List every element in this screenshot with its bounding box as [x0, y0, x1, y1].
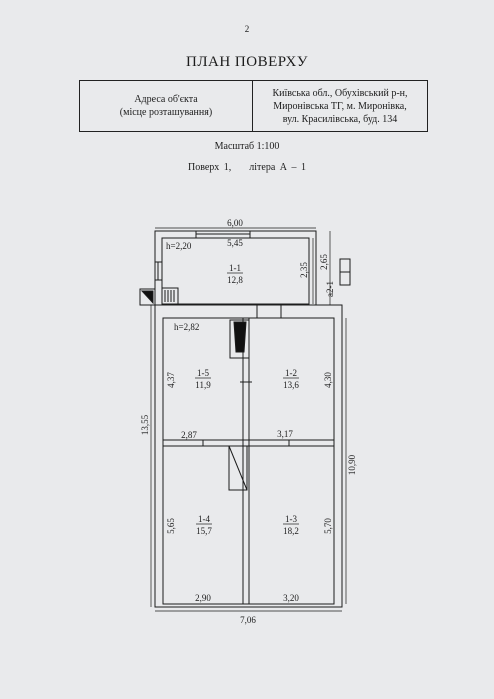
room-1-3-id: 1-3: [285, 514, 297, 524]
stove: [228, 319, 250, 491]
dimension-lines: [150, 227, 347, 612]
address-label-line2: (місце розташування): [119, 107, 213, 118]
address-value-line2: Миронівська ТГ, м. Миронівка,: [273, 100, 407, 112]
room-1-2-id: 1-2: [285, 368, 297, 378]
address-value-line3: вул. Красилівська, буд. 134: [282, 113, 398, 125]
main-height: h=2,82: [174, 322, 199, 332]
dim-r5-height: 4,37: [166, 372, 176, 388]
room-1-5-area: 11,9: [195, 380, 211, 390]
annex-dim-a: 2,35: [299, 262, 309, 278]
dim-r2-width: 3,17: [277, 429, 293, 439]
address-value-line1: Київська обл., Обухівський р-н,: [272, 87, 408, 99]
annex-height: h=2,20: [166, 241, 192, 251]
address-label-cell: Адреса об'єкта (місце розташування): [80, 81, 253, 131]
floor-label: Поверх 1, літера А – 1: [187, 162, 307, 173]
room-1-5-id: 1-5: [197, 368, 209, 378]
address-value-cell: Київська обл., Обухівський р-н, Миронівс…: [253, 81, 427, 131]
annex-inner-wall: [161, 237, 310, 305]
dim-r4-height: 5,65: [166, 518, 176, 534]
room-1-1-area: 12,8: [227, 275, 243, 285]
dim-right: 10,90: [347, 454, 357, 475]
main-outer-wall: [154, 304, 343, 608]
page-title: ПЛАН ПОВЕРХУ: [186, 54, 308, 70]
address-label-line1: Адреса об'єкта: [134, 94, 198, 105]
dim-left: 13,55: [140, 414, 150, 435]
room-1-3-area: 18,2: [283, 526, 299, 536]
room-1-4-area: 15,7: [196, 526, 212, 536]
stair-box: [161, 287, 179, 305]
room-1-4-id: 1-4: [198, 514, 210, 524]
entrance-stairs: [139, 258, 351, 306]
dim-r3-height: 5,70: [323, 518, 333, 534]
annex-dim-b: 2,65: [319, 254, 329, 270]
page-number: 2: [244, 24, 250, 34]
entrance-box: [139, 288, 156, 306]
dim-bottom: 7,06: [240, 615, 256, 625]
main-walls: [154, 304, 343, 608]
dim-r3-width: 3,20: [283, 593, 299, 603]
dim-r2-height: 4,30: [323, 372, 333, 388]
stove-fill: [233, 321, 247, 353]
scale-label: Масштаб 1:100: [214, 141, 280, 152]
room-1-1-id: 1-1: [229, 263, 241, 273]
stove-outline: [229, 319, 250, 359]
room-1-2-area: 13,6: [283, 380, 299, 390]
dim-top: 6,00: [227, 218, 243, 228]
dim-r4-width: 2,90: [195, 593, 211, 603]
address-table: Адреса об'єкта (місце розташування) Київ…: [79, 80, 428, 132]
annex-label: а2-1: [325, 281, 335, 297]
dim-r5-width: 2,87: [181, 430, 197, 440]
dim-top-inner: 5,45: [227, 238, 243, 248]
